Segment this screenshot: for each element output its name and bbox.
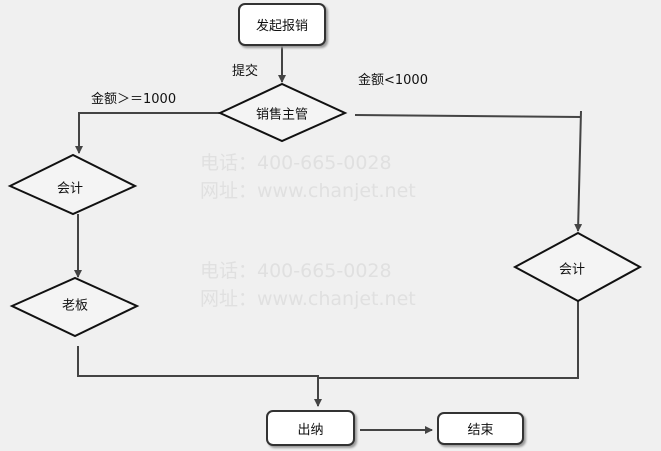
node-cashier[interactable]: 出纳 xyxy=(266,410,355,446)
edge-label-amount-lt: 金额<1000 xyxy=(358,73,428,88)
edge-label-amount-ge: 金额＞＝1000 xyxy=(91,92,177,107)
diamond-accountant-left xyxy=(7,153,138,216)
edge-label-submit: 提交 xyxy=(232,64,259,79)
edge-manager-to-accountant-right xyxy=(354,110,581,231)
node-boss-label[interactable]: 老板 xyxy=(61,298,89,314)
edge-accountant-right-to-cashier xyxy=(318,300,579,379)
diamond-accountant-right xyxy=(512,231,643,303)
watermark-phone: 电话：400-665-0028 xyxy=(200,260,392,282)
node-accountant-left-label[interactable]: 会计 xyxy=(56,181,84,197)
node-accountant-right-label[interactable]: 会计 xyxy=(558,262,586,278)
node-sales-manager-label[interactable]: 销售主管 xyxy=(255,107,309,123)
node-end[interactable]: 结束 xyxy=(437,412,524,445)
diamond-sales-manager xyxy=(217,82,348,143)
watermark-phone: 电话：400-665-0028 xyxy=(200,152,392,174)
node-start[interactable]: 发起报销 xyxy=(238,3,326,46)
diamond-boss xyxy=(9,276,140,338)
edge-manager-to-accountant-left xyxy=(75,112,220,154)
watermark-site: 网址：www.chanjet.net xyxy=(200,288,416,310)
edge-boss-to-cashier xyxy=(77,346,322,407)
watermark-site: 网址：www.chanjet.net xyxy=(200,180,416,202)
